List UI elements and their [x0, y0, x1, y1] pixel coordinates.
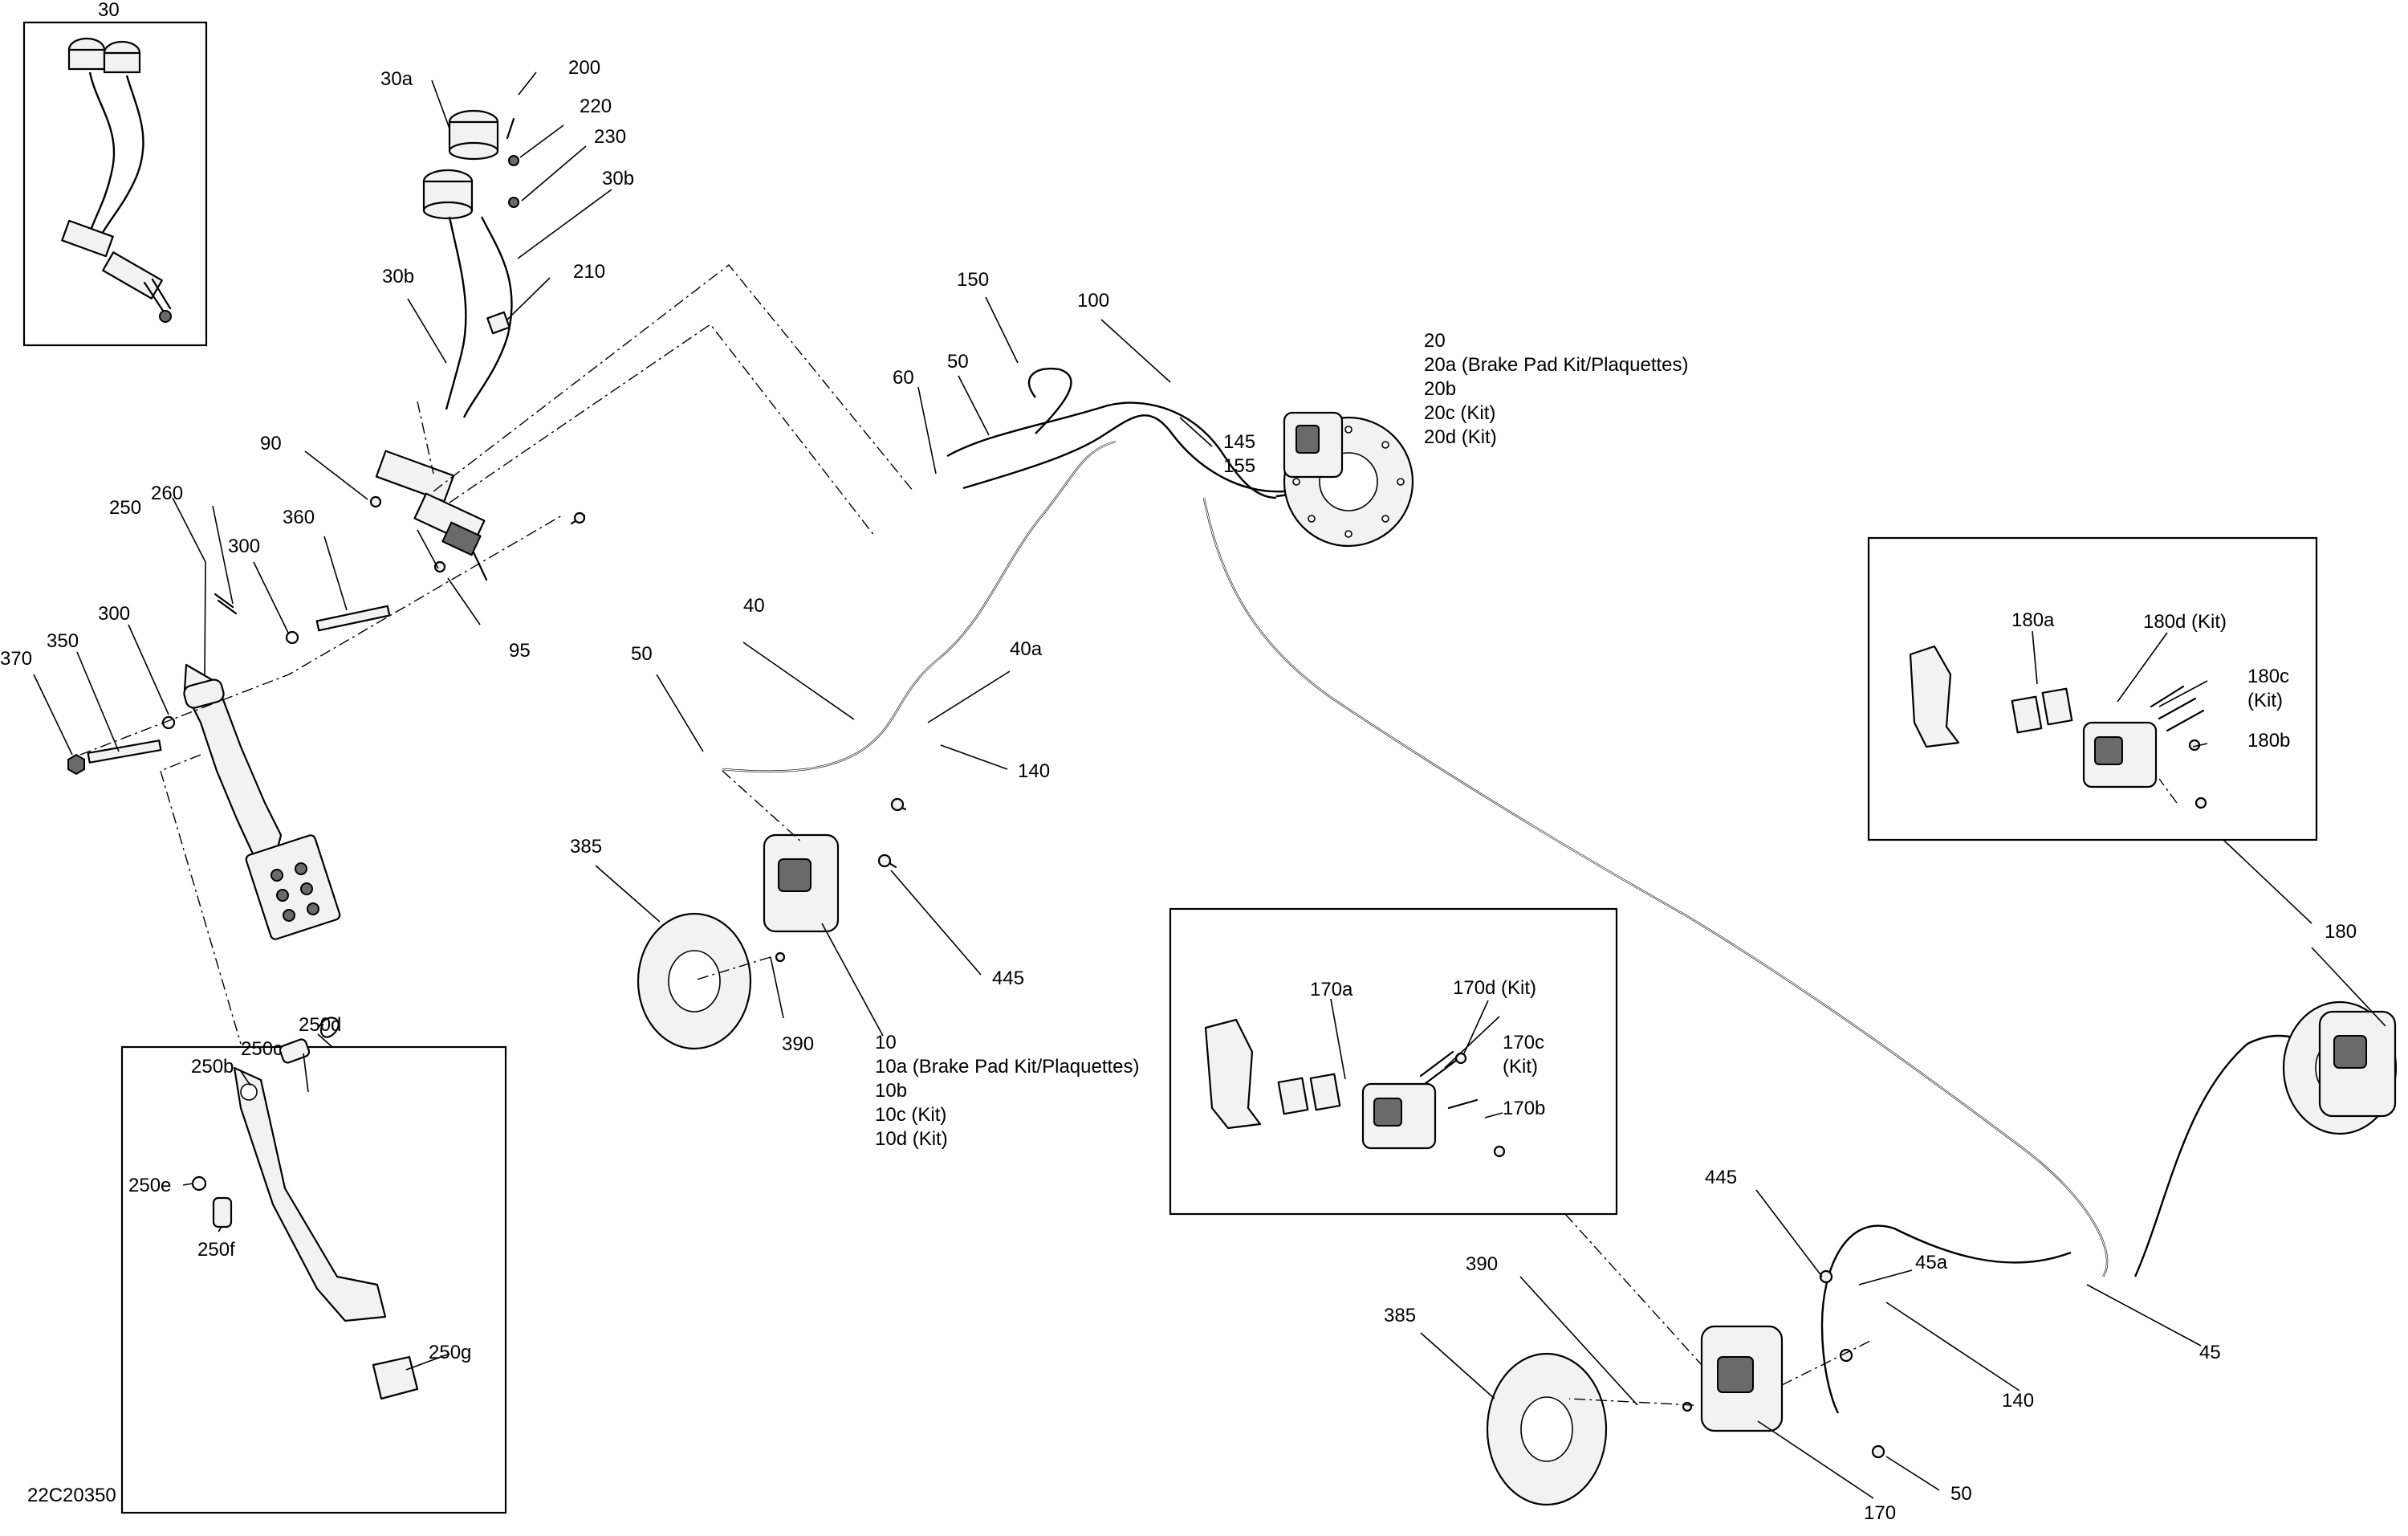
- inset-pedal-breakdown: [120, 1045, 507, 1514]
- callout-170d: 170d (Kit): [1453, 977, 1536, 999]
- callout-360: 360: [283, 507, 315, 528]
- callout-50-top: 50: [947, 351, 969, 373]
- callout-250b: 250b: [191, 1056, 234, 1078]
- callout-20c: 20c (Kit): [1424, 402, 1495, 424]
- callout-155: 155: [1223, 455, 1255, 477]
- callout-445-left: 445: [992, 968, 1024, 989]
- callout-40a: 40a: [1010, 638, 1043, 660]
- callout-45a: 45a: [1915, 1252, 1948, 1273]
- callout-95: 95: [509, 640, 531, 662]
- callout-180d: 180d (Kit): [2143, 611, 2227, 633]
- callout-250d: 250d: [299, 1014, 341, 1036]
- inset-caliper-180-breakdown: [1867, 536, 2318, 841]
- callout-50-right: 50: [1950, 1483, 1972, 1505]
- callout-10: 10: [875, 1032, 897, 1053]
- callout-170a: 170a: [1310, 979, 1353, 1000]
- callout-10c: 10c (Kit): [875, 1104, 946, 1126]
- front-left-brake-assembly-10: [637, 797, 907, 1050]
- callout-30a: 30a: [380, 68, 413, 90]
- callout-leader-lines: [33, 71, 2386, 1499]
- front-brake-line-40: [722, 440, 1117, 772]
- callout-390-right: 390: [1466, 1253, 1498, 1275]
- callout-180: 180: [2325, 921, 2357, 943]
- callout-90: 90: [260, 433, 282, 454]
- callout-390-left: 390: [782, 1033, 814, 1055]
- callout-170c-kit: (Kit): [1503, 1056, 1538, 1078]
- callout-60: 60: [893, 367, 914, 389]
- callout-250: 250: [109, 497, 141, 519]
- callout-170: 170: [1864, 1502, 1896, 1524]
- callout-180c: 180c: [2247, 666, 2289, 687]
- callout-250f: 250f: [197, 1239, 235, 1261]
- callout-45: 45: [2199, 1342, 2221, 1363]
- master-cylinder-assembly-inset-drawing: [61, 37, 172, 323]
- callout-250c: 250c: [241, 1038, 283, 1060]
- callout-145: 145: [1223, 431, 1255, 453]
- callout-30b-top: 30b: [602, 168, 634, 189]
- brake-reservoir-assembly: [422, 109, 519, 418]
- inset-master-cylinder-assembly: [22, 21, 208, 347]
- callout-20: 20: [1424, 330, 1446, 352]
- callout-20a: 20a (Brake Pad Kit/Plaquettes): [1424, 354, 1689, 376]
- callout-250e: 250e: [128, 1175, 171, 1196]
- callout-10b: 10b: [875, 1080, 907, 1102]
- callout-200: 200: [568, 57, 600, 79]
- callout-170b: 170b: [1503, 1098, 1545, 1119]
- callout-10d: 10d (Kit): [875, 1128, 948, 1150]
- pedal-hardware: [67, 593, 391, 776]
- caliper-180-breakdown-drawing: [1909, 645, 2207, 809]
- callout-40: 40: [743, 595, 765, 617]
- rear-brake-line-45: [1202, 497, 2304, 1414]
- pedal-breakdown-drawing: [191, 1017, 419, 1400]
- callout-370: 370: [0, 648, 32, 670]
- callout-50-mid: 50: [631, 643, 653, 665]
- caliper-170-breakdown-drawing: [1204, 1018, 1506, 1158]
- callout-180b: 180b: [2247, 730, 2290, 752]
- callout-350: 350: [47, 630, 79, 652]
- callout-385-left: 385: [570, 836, 602, 858]
- inset-caliper-170-breakdown: [1169, 907, 1618, 1216]
- callout-250g: 250g: [429, 1342, 471, 1363]
- callout-10a: 10a (Brake Pad Kit/Plaquettes): [875, 1056, 1140, 1078]
- callout-385-right: 385: [1384, 1305, 1416, 1326]
- callout-300-b: 300: [98, 603, 130, 625]
- master-cylinder: [369, 450, 586, 581]
- brake-pedal: [183, 663, 341, 940]
- callout-220: 220: [580, 96, 612, 117]
- master-brake-lines: [946, 367, 1317, 499]
- callout-180c-kit: (Kit): [2247, 690, 2283, 711]
- callout-30b: 30b: [382, 266, 414, 287]
- front-right-brake-assembly-20: [1283, 411, 1414, 548]
- callout-300-a: 300: [228, 536, 260, 557]
- rear-left-brake-assembly-170: [1486, 1269, 1885, 1506]
- callout-140-mid: 140: [1018, 760, 1050, 782]
- callout-170c: 170c: [1503, 1032, 1544, 1053]
- assembly-center-lines: [79, 264, 2178, 1406]
- callout-230: 230: [594, 126, 626, 148]
- callout-100: 100: [1077, 290, 1109, 312]
- callout-150: 150: [957, 269, 989, 291]
- callout-180a: 180a: [2011, 609, 2055, 631]
- figure-id: 22C20350: [27, 1485, 116, 1506]
- callout-210: 210: [573, 261, 605, 283]
- callout-260: 260: [151, 483, 183, 504]
- callout-445-right: 445: [1705, 1167, 1737, 1188]
- callout-labels: 30 30a 200 220 230 30b 210 30b 90 260 25…: [0, 0, 2357, 1524]
- callout-20d: 20d (Kit): [1424, 426, 1497, 448]
- rear-right-brake-assembly-180: [2282, 1000, 2398, 1135]
- callout-20b: 20b: [1424, 378, 1456, 400]
- callout-140-right: 140: [2002, 1390, 2034, 1412]
- callout-30: 30: [98, 0, 120, 21]
